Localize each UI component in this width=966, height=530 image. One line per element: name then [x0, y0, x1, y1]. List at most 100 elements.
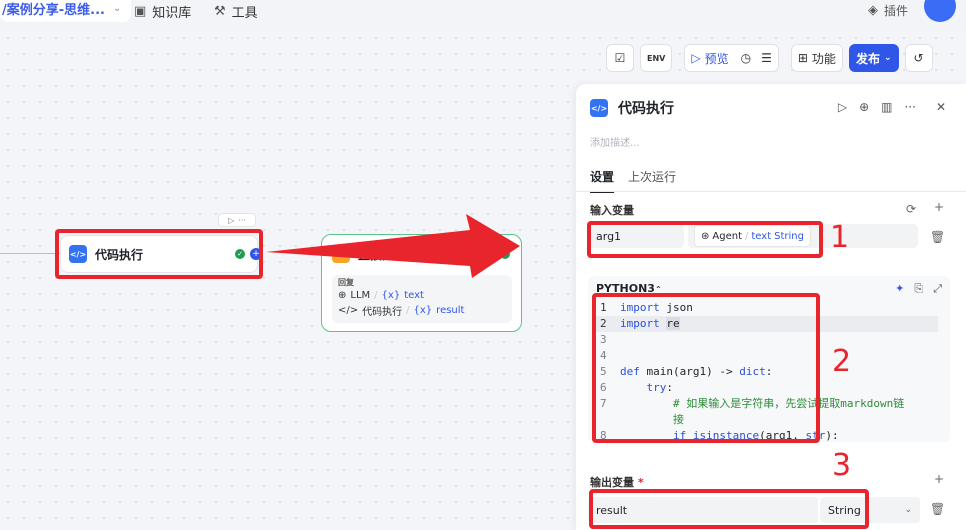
close-icon[interactable]: ✕	[935, 100, 946, 114]
output-section-label: 输出变量	[590, 476, 634, 489]
reply-label: 回复	[338, 278, 354, 287]
annotation-number-1: 1	[830, 220, 850, 255]
nav-plugin[interactable]: ◈ 插件	[868, 2, 908, 19]
tool-icon: ⚒	[214, 4, 226, 19]
output-name-field[interactable]: result	[588, 497, 818, 523]
highlight-box-code	[592, 293, 820, 443]
nav-tools-label: 工具	[231, 6, 258, 21]
copy-icon[interactable]: ⎘	[914, 282, 924, 295]
run-icon[interactable]: ▷	[837, 100, 848, 114]
output-section-title: 输出变量 *	[590, 474, 644, 490]
locate-icon[interactable]: ⊕	[859, 100, 870, 114]
success-check-icon: ✓	[235, 249, 245, 259]
code-line: 6 try:	[600, 381, 673, 394]
env-button[interactable]: ENV	[640, 44, 673, 72]
run-node-icon[interactable]: ▷	[228, 215, 235, 225]
panel-tabs: 设置 上次运行	[590, 168, 676, 193]
node-code-exec[interactable]: </> 代码执行 ✓	[60, 235, 258, 273]
tab-divider	[576, 191, 966, 192]
reply-ref-llm: ⊕ LLM / {x} text	[338, 290, 424, 301]
more-icon[interactable]: ···	[238, 215, 246, 225]
code-line: 3	[600, 333, 607, 346]
code-editor-actions: ✦ ⎘ ⤢	[895, 282, 942, 296]
reply-ref-code: </> 代码执行 / {x} result	[338, 305, 465, 318]
incoming-edge	[0, 253, 62, 254]
top-bar: /案例分享-思维... ⌄ ▣ 知识库 ⚒ 工具 ◈ 插件	[0, 0, 966, 24]
panel-title: 代码执行	[618, 101, 674, 117]
help-book-icon[interactable]: ▥	[881, 100, 893, 114]
code-icon: </>	[69, 245, 87, 263]
app-breadcrumb[interactable]: /案例分享-思维... ⌄	[0, 0, 132, 22]
input-ref-pill[interactable]: ⊛ Agent / text String	[694, 225, 811, 247]
add-input-icon[interactable]: +	[934, 200, 945, 214]
code-icon: </>	[590, 99, 608, 117]
delete-input-icon[interactable]: 🗑	[930, 230, 946, 244]
ref-var: result	[436, 305, 465, 316]
code-icon: </>	[338, 305, 359, 316]
output-type-value: String	[828, 503, 861, 517]
ref-type: String	[774, 230, 804, 242]
ref-var: text	[404, 290, 424, 301]
reply-body: 回复 ⊕ LLM / {x} text </> 代码执行 / {x} resul…	[332, 275, 512, 323]
highlight-box-output	[589, 489, 869, 529]
history-icon: ↺	[913, 51, 924, 65]
play-icon: ▷	[691, 51, 701, 65]
publish-button[interactable]: 发布 ⌄	[848, 44, 899, 72]
checklist-button[interactable]: ☑	[606, 44, 634, 72]
grid-icon: ⊞	[797, 51, 808, 65]
node-settings-panel: </> 代码执行 ▷ ⊕ ▥ ··· ✕ 添加描述... 设置 上次运行 输入变…	[576, 84, 966, 530]
nav-knowledge-label: 知识库	[152, 6, 192, 21]
chevron-down-icon: ⌄	[904, 505, 912, 515]
cube-icon: ◈	[868, 3, 878, 18]
expand-icon[interactable]: ⤢	[933, 282, 942, 295]
add-output-icon[interactable]: +	[934, 472, 945, 486]
output-type-select[interactable]: String ⌄	[820, 497, 920, 523]
language-select[interactable]: PYTHON3⌃	[596, 282, 662, 295]
ref-source: LLM	[350, 290, 371, 301]
tab-last-run[interactable]: 上次运行	[628, 170, 677, 184]
output-name-value: result	[596, 503, 628, 517]
delete-output-icon[interactable]: 🗑	[930, 502, 946, 516]
annotation-number-2: 2	[832, 344, 852, 379]
features-button[interactable]: ⊞ 功能	[790, 44, 843, 72]
version-history-button[interactable]: ↺	[904, 44, 933, 72]
input-name-field[interactable]: arg1	[588, 224, 684, 248]
chevron-down-icon: ⌄	[883, 53, 892, 63]
chevron-up-icon: ⌃	[654, 285, 662, 294]
preview-label: 预览	[704, 51, 729, 66]
ref-source: 代码执行	[362, 307, 403, 318]
code-line: 8 if isinstance(arg1, str):	[600, 429, 839, 442]
canvas-toolbar: ☑ ENV ▷ 预览 ◷ ☰ ⊞ 功能 发布 ⌄ ↺	[606, 44, 933, 72]
node-code-title: 代码执行	[95, 247, 144, 262]
variable-icon: {x}	[381, 290, 401, 301]
code-line: 4	[600, 349, 607, 362]
llm-icon: ⊕	[338, 290, 347, 301]
tab-settings[interactable]: 设置	[590, 168, 615, 193]
ref-source: Agent	[712, 230, 742, 242]
preview-button[interactable]: ▷ 预览 ◷ ☰	[684, 44, 779, 72]
env-icon: ENV	[647, 53, 666, 63]
input-section-title: 输入变量	[590, 204, 634, 217]
nav-knowledge[interactable]: ▣ 知识库	[134, 2, 191, 21]
input-name-value: arg1	[596, 229, 622, 243]
nav-tools[interactable]: ⚒ 工具	[214, 2, 258, 21]
node-mini-toolbar[interactable]: ▷···	[218, 213, 256, 227]
history-run-icon: ◷	[740, 51, 752, 65]
publish-label: 发布	[855, 51, 880, 66]
ai-sparkle-icon[interactable]: ✦	[895, 282, 905, 295]
panel-actions: ▷ ⊕ ▥ ··· ✕	[838, 100, 946, 114]
app-title: /案例分享-思维...	[2, 2, 105, 18]
description-input[interactable]: 添加描述...	[590, 138, 640, 149]
sync-icon[interactable]: ⟳	[906, 202, 917, 216]
features-label: 功能	[811, 51, 836, 66]
agent-icon: ⊛	[701, 230, 710, 242]
highlight-box-node	[55, 229, 263, 279]
avatar[interactable]	[924, 0, 956, 22]
more-icon[interactable]: ···	[904, 100, 916, 114]
code-line: 接	[620, 413, 684, 426]
